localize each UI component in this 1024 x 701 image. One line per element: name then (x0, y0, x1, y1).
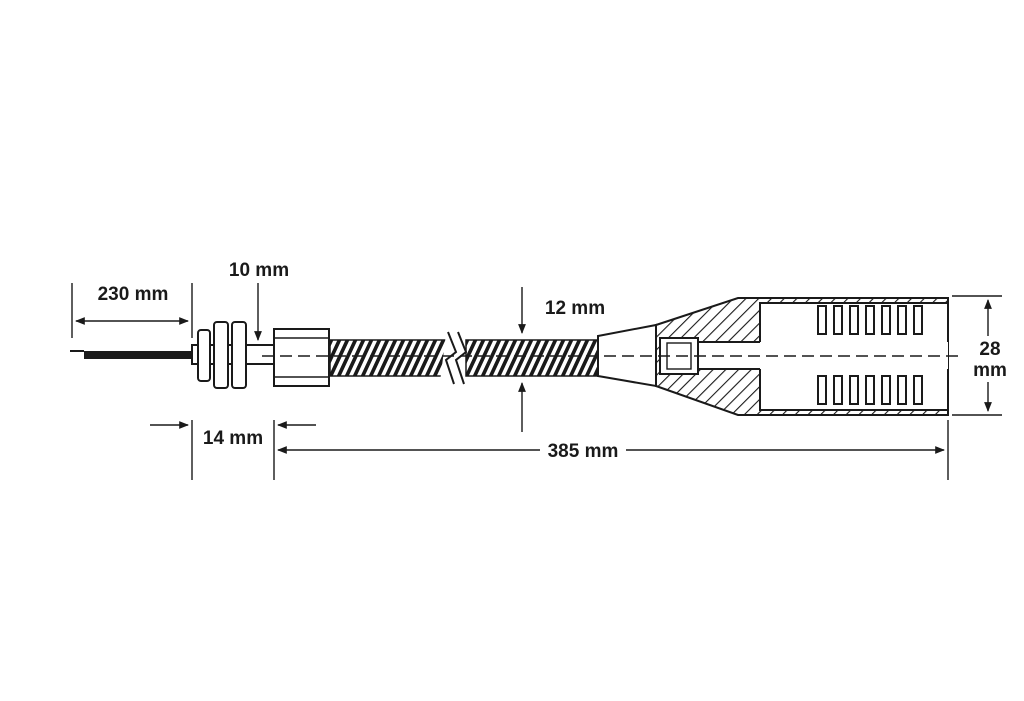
dim-body-diameter: 28 mm (952, 295, 1012, 416)
label-hose-diameter: 12 mm (545, 298, 605, 319)
nut-1 (213, 321, 229, 389)
armored-hose (329, 331, 599, 385)
dim-thread-diameter: 10 mm (229, 260, 289, 341)
label-thread-diameter: 10 mm (229, 260, 289, 281)
label-fitting-length: 14 mm (203, 428, 263, 449)
dim-hose-diameter: 12 mm (518, 287, 605, 432)
hose-fitting (273, 328, 330, 387)
dim-fitting-length: 14 mm (150, 420, 316, 480)
upper-vent-slots (817, 305, 923, 335)
dim-cable-length: 230 mm (71, 283, 193, 338)
label-body-diameter-value: 28 (979, 339, 1000, 360)
label-cable-length: 230 mm (98, 284, 169, 305)
label-body-diameter-unit: mm (973, 360, 1007, 381)
label-total-length: 385 mm (548, 441, 619, 462)
lower-vent-slots (817, 375, 923, 405)
nut-2 (231, 321, 247, 389)
washer (197, 329, 211, 382)
dim-total-length: 385 mm (277, 420, 949, 480)
sensor-head (191, 321, 275, 389)
cable (70, 350, 192, 359)
